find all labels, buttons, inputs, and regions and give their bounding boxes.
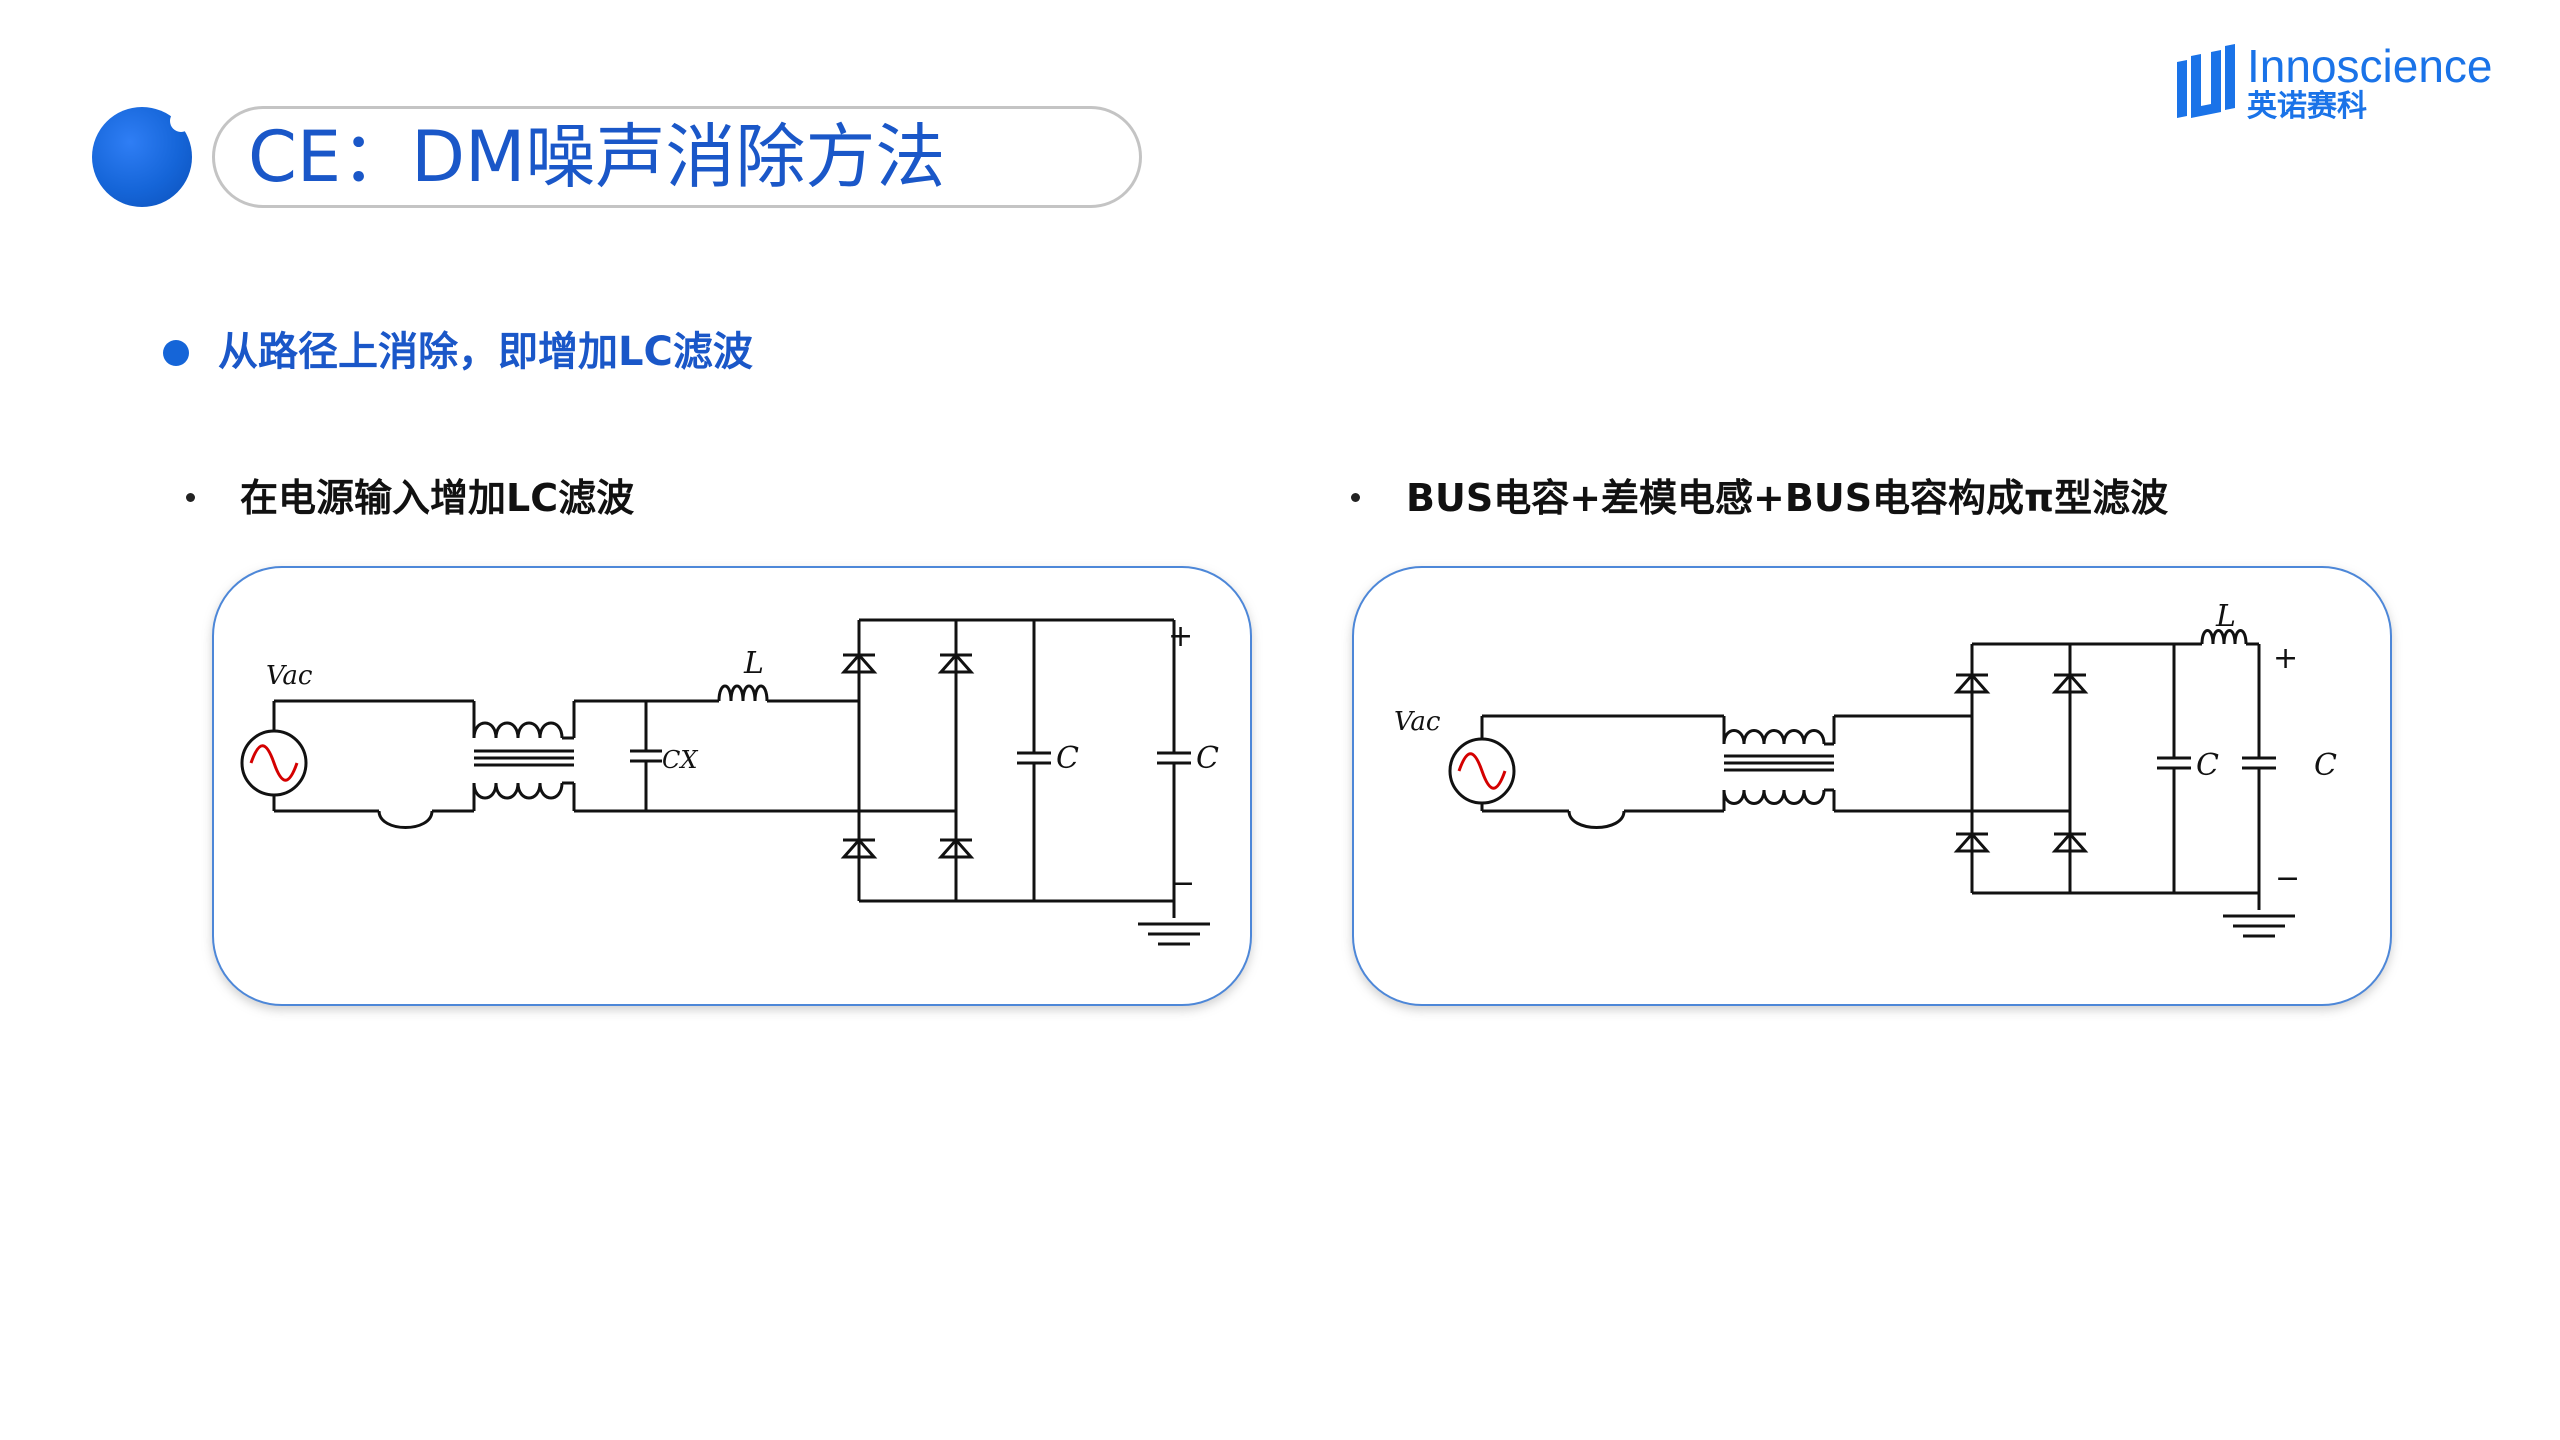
- label-plus: +: [1168, 619, 1193, 654]
- circuit-panel-pi: Vac L C C + −: [1352, 566, 2392, 1006]
- circuit-diagram-pi: Vac L C C + −: [1394, 599, 2337, 938]
- innoscience-mark-icon: [2177, 44, 2235, 118]
- main-point: 从路径上消除，即增加LC滤波: [218, 329, 753, 375]
- brand-cn: 英诺赛科: [2247, 89, 2367, 122]
- title-pill: [212, 106, 1142, 208]
- label-cap1: C: [2196, 748, 2219, 783]
- label-inductor: L: [2215, 599, 2236, 634]
- brand-name: Innoscience: [2247, 40, 2493, 92]
- logo-dot-small-icon: [170, 110, 192, 132]
- main-bullet-icon: [163, 340, 189, 366]
- label-cap2: C: [1196, 741, 1219, 776]
- ground-icon: [1136, 922, 1212, 946]
- label-cx: CX: [662, 746, 698, 774]
- brand-logo: Innoscience 英诺赛科: [2177, 40, 2493, 122]
- label-cap1: C: [1056, 741, 1079, 776]
- label-plus: +: [2273, 641, 2298, 676]
- label-minus: −: [2275, 861, 2300, 896]
- sub-point-pi-filter: BUS电容+差模电感+BUS电容构成π型滤波: [1406, 476, 2169, 520]
- label-cap2: C: [2314, 748, 2337, 783]
- ground-icon: [2221, 914, 2297, 938]
- circuit-panel-lc: Vac L CX C C + −: [212, 566, 1252, 1006]
- label-vac: Vac: [1394, 707, 1441, 737]
- label-inductor: L: [743, 646, 764, 681]
- label-vac: Vac: [266, 661, 313, 691]
- sub-bullet-icon: [186, 493, 195, 502]
- sub-point-lc-filter: 在电源输入增加LC滤波: [240, 476, 635, 520]
- sub-bullet-icon: [1351, 493, 1360, 502]
- circuit-diagram-lc: Vac L CX C C + −: [240, 618, 1219, 946]
- label-minus: −: [1170, 866, 1195, 901]
- page-title: CE：DM噪声消除方法: [248, 116, 946, 198]
